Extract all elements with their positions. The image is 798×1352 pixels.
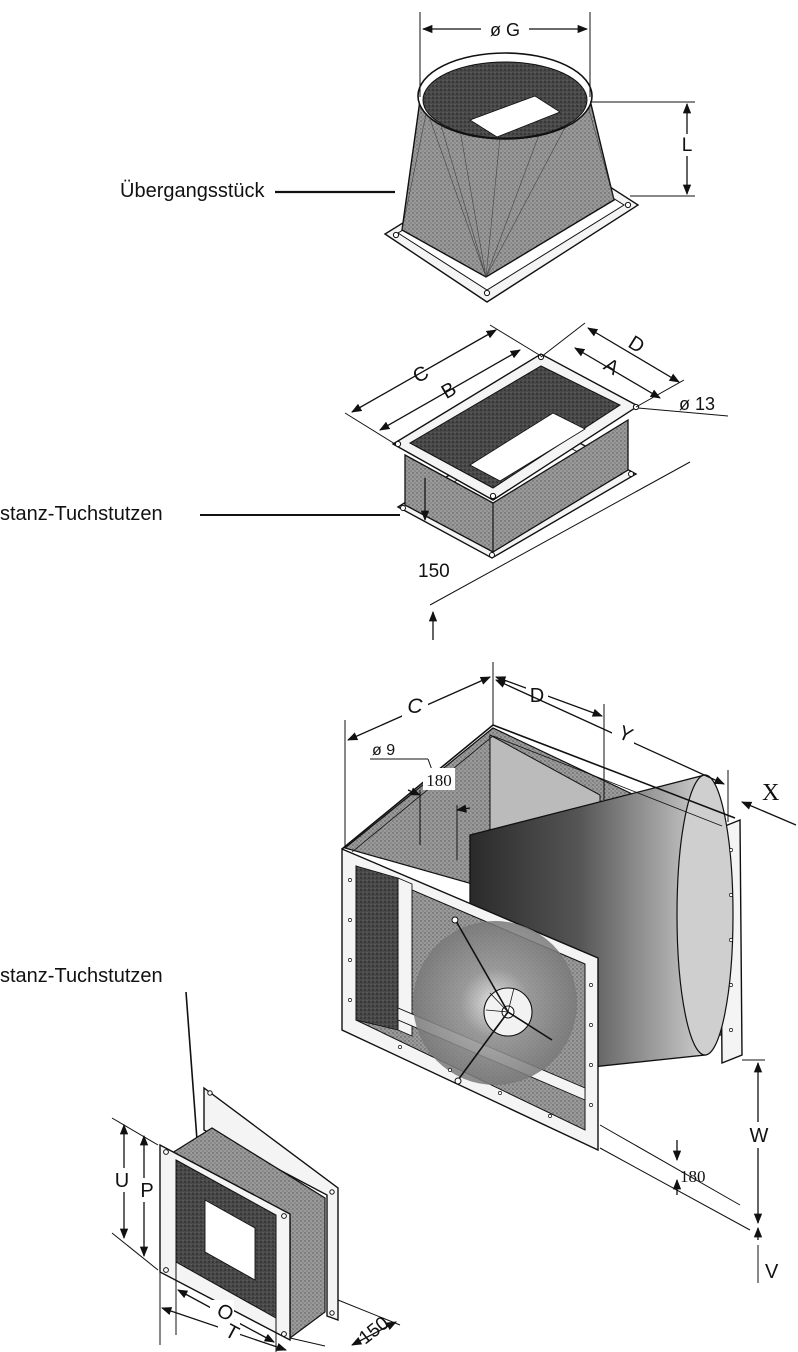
dim-a-top: A xyxy=(600,354,624,380)
fan-unit xyxy=(341,724,743,1152)
dim-l: L xyxy=(682,135,693,156)
label-canvas-connector-bottom: stanz-Tuchstutzen xyxy=(0,965,163,987)
dim-w-fan: W xyxy=(750,1125,769,1147)
dim-hole-9: ø 9 xyxy=(372,742,395,759)
label-canvas-connector-top: stanz-Tuchstutzen xyxy=(0,503,163,525)
dim-150-conn: 150 xyxy=(355,1313,393,1349)
dim-x-fan: X xyxy=(762,780,779,806)
dim-p-conn: P xyxy=(140,1180,153,1202)
dim-b-top: B xyxy=(438,378,461,404)
dim-g: ø G xyxy=(490,20,520,40)
transition-piece xyxy=(383,52,640,303)
dim-150-top: 150 xyxy=(418,561,450,582)
label-transition-piece: Übergangsstück xyxy=(120,180,266,202)
dim-c-top: C xyxy=(409,362,433,388)
canvas-connector-upper xyxy=(391,353,640,559)
dim-u-conn: U xyxy=(115,1170,129,1192)
dim-v-fan: V xyxy=(765,1261,779,1283)
canvas-connector-lower xyxy=(159,1086,339,1342)
dim-c-fan: C xyxy=(407,695,423,718)
dim-180-bottom: 180 xyxy=(680,1167,706,1186)
dim-d-top: D xyxy=(624,332,648,358)
dim-hole-13: ø 13 xyxy=(679,394,715,414)
dim-180-top: 180 xyxy=(426,771,452,790)
